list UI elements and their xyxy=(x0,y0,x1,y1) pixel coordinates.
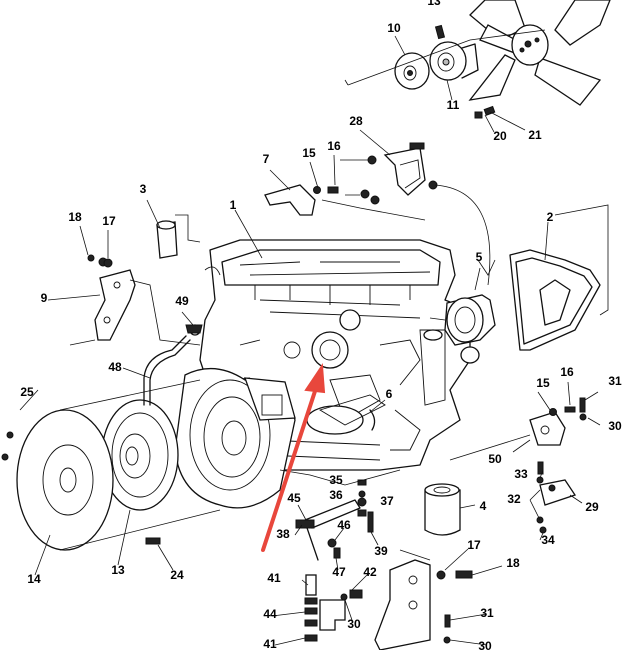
label-15b: 15 xyxy=(536,376,550,390)
label-16a: 16 xyxy=(327,139,341,153)
label-13: 13 xyxy=(427,0,441,8)
oil-filter-5 xyxy=(429,294,496,346)
label-44: 44 xyxy=(263,607,277,621)
label-38: 38 xyxy=(276,527,290,541)
label-10: 10 xyxy=(387,21,401,35)
label-50: 50 xyxy=(488,452,502,466)
label-45: 45 xyxy=(287,491,301,505)
label-30c: 30 xyxy=(478,639,492,650)
label-36: 36 xyxy=(329,488,343,502)
rear-mount-bracket xyxy=(374,549,473,650)
pulley-group xyxy=(344,24,546,119)
label-28: 28 xyxy=(349,114,363,128)
label-39: 39 xyxy=(374,544,388,558)
label-9: 9 xyxy=(41,291,48,305)
label-31b: 31 xyxy=(480,606,494,620)
bracket-7 xyxy=(264,184,426,221)
label-47: 47 xyxy=(332,565,346,579)
label-35: 35 xyxy=(329,473,343,487)
label-25: 25 xyxy=(20,385,34,399)
label-24: 24 xyxy=(170,568,184,582)
mount-hardware xyxy=(449,397,587,534)
label-32: 32 xyxy=(507,492,521,506)
flywheel-13 xyxy=(101,399,179,511)
label-13b: 13 xyxy=(111,563,125,577)
label-1: 1 xyxy=(230,198,237,212)
label-5: 5 xyxy=(476,250,483,264)
label-29: 29 xyxy=(585,500,599,514)
label-46: 46 xyxy=(337,518,351,532)
label-18b: 18 xyxy=(506,556,520,570)
part-6 xyxy=(318,394,386,431)
label-7: 7 xyxy=(263,152,270,166)
label-41b: 41 xyxy=(263,637,277,650)
label-21: 21 xyxy=(528,128,542,142)
label-3: 3 xyxy=(140,182,147,196)
label-30a: 30 xyxy=(608,419,622,433)
label-14: 14 xyxy=(27,572,41,586)
label-11: 11 xyxy=(447,98,460,112)
label-33: 33 xyxy=(514,467,528,481)
label-6: 6 xyxy=(386,387,393,401)
label-15a: 15 xyxy=(302,146,316,160)
leader-lines xyxy=(19,35,601,646)
label-20: 20 xyxy=(493,129,507,143)
label-17b: 17 xyxy=(467,538,481,552)
bolts xyxy=(1,254,161,545)
part-3 xyxy=(156,214,201,259)
label-2: 2 xyxy=(547,210,554,224)
label-17a: 17 xyxy=(102,214,116,228)
pipe-48 xyxy=(143,324,203,406)
flywheel-housing xyxy=(174,367,296,509)
label-49: 49 xyxy=(175,294,189,308)
drive-belt xyxy=(509,204,609,351)
label-48: 48 xyxy=(108,360,122,374)
label-37: 37 xyxy=(380,494,394,508)
label-18a: 18 xyxy=(68,210,82,224)
part-labels: 13 10 11 20 21 28 7 15 16 3 1 2 18 17 5 … xyxy=(20,0,622,650)
label-34: 34 xyxy=(541,533,555,547)
tensioner-bracket xyxy=(340,142,496,286)
highlight-arrow xyxy=(261,363,326,552)
label-16b: 16 xyxy=(560,365,574,379)
label-30b: 30 xyxy=(347,617,361,631)
label-42: 42 xyxy=(363,565,377,579)
fan-assembly xyxy=(468,0,611,106)
fuel-filter-4 xyxy=(424,483,461,536)
label-4: 4 xyxy=(480,499,487,513)
flexplate-14 xyxy=(16,409,114,551)
label-41a: 41 xyxy=(267,571,281,585)
label-31a: 31 xyxy=(608,374,622,388)
